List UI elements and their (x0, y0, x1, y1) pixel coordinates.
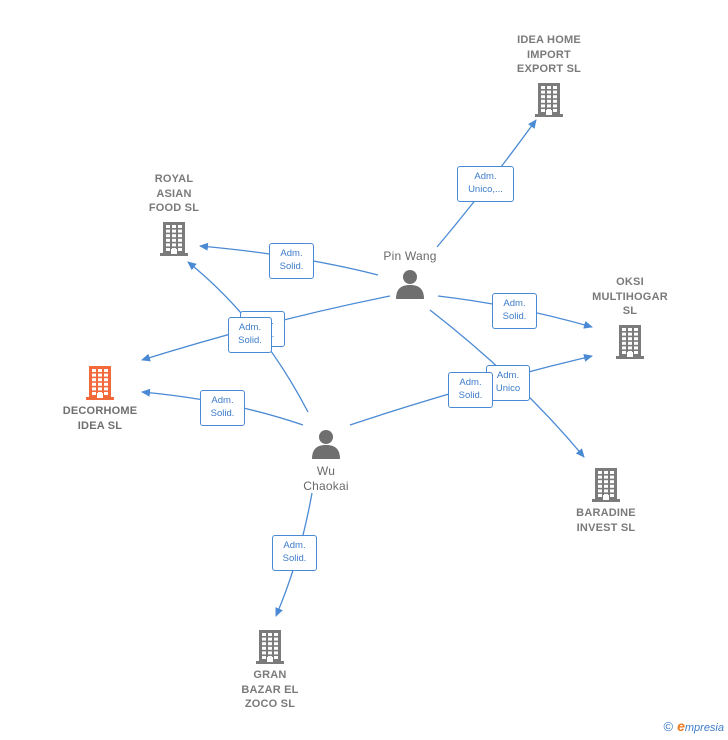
edge-role-badge[interactable]: Adm. Unico,... (457, 166, 514, 202)
person-icon (360, 268, 460, 300)
edge-role-badge[interactable]: Adm. Solid. (492, 293, 537, 329)
person-label: Wu Chaokai (303, 464, 349, 493)
person-icon (276, 428, 376, 460)
copyright-symbol: © (663, 719, 674, 734)
person-node-pin-wang[interactable]: Pin Wang (360, 249, 460, 304)
person-label: Pin Wang (383, 249, 437, 263)
brand-name: mpresia (684, 722, 724, 734)
building-icon (574, 323, 686, 359)
edge-role-badge[interactable]: Adm. Solid. (228, 317, 272, 353)
company-node-gran-bazar-el-zoco[interactable]: GRAN BAZAR EL ZOCO SL (214, 624, 326, 712)
building-icon (493, 81, 605, 117)
building-icon (214, 628, 326, 664)
company-node-baradine-invest[interactable]: BARADINE INVEST SL (550, 462, 662, 535)
edge-role-badge[interactable]: Adm. Solid. (448, 372, 493, 408)
person-node-wu-chaokai[interactable]: Wu Chaokai (276, 424, 376, 493)
edge-role-badge[interactable]: Adm. Solid. (272, 535, 317, 571)
company-label: ROYAL ASIAN FOOD SL (148, 173, 200, 214)
footer-credit: ©empresia (663, 718, 724, 734)
company-node-decorhome-idea[interactable]: DECORHOME IDEA SL (44, 360, 156, 433)
edge-role-badge[interactable]: Adm. Solid. (200, 390, 245, 426)
company-label: DECORHOME IDEA SL (62, 405, 138, 432)
edge-role-badge[interactable]: Adm. Unico (486, 365, 530, 401)
company-node-royal-asian-food[interactable]: ROYAL ASIAN FOOD SL (118, 172, 230, 260)
building-icon (118, 220, 230, 256)
company-label: IDEA HOME IMPORT EXPORT SL (516, 34, 582, 75)
building-icon (44, 364, 156, 400)
company-node-oksi-multihogar[interactable]: OKSI MULTIHOGAR SL (574, 275, 686, 363)
empresia-logo-icon: e (677, 718, 685, 734)
company-label: BARADINE INVEST SL (576, 507, 636, 534)
company-node-idea-home[interactable]: IDEA HOME IMPORT EXPORT SL (493, 33, 605, 121)
company-label: OKSI MULTIHOGAR SL (592, 276, 668, 317)
edge-role-badge[interactable]: Adm. Solid. (269, 243, 314, 279)
company-label: GRAN BAZAR EL ZOCO SL (241, 669, 299, 710)
building-icon (550, 466, 662, 502)
